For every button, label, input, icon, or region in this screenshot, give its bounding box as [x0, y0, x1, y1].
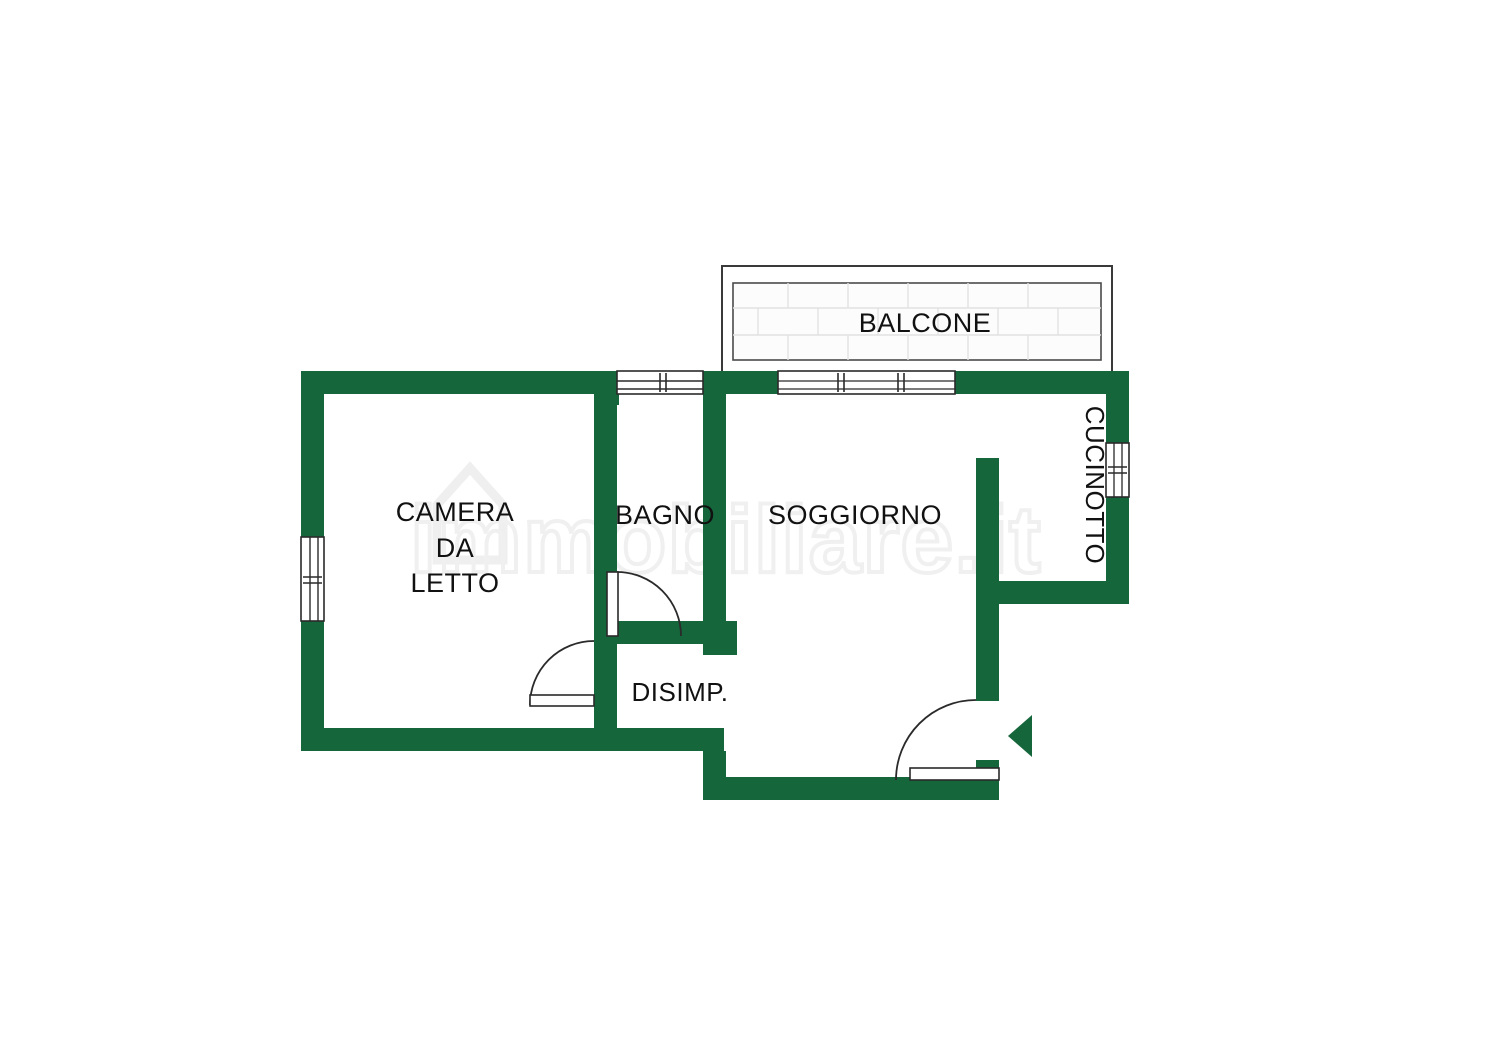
walls — [301, 371, 1129, 800]
door-camera — [529, 640, 595, 707]
entrance-arrow-icon — [1008, 715, 1032, 757]
house-icon — [432, 461, 508, 565]
balcone-area — [721, 265, 1113, 377]
window-bagno-top — [616, 370, 704, 395]
door-bagno — [606, 571, 682, 637]
door-entrance — [895, 699, 1000, 781]
window-soggiorno-balcony-door — [777, 370, 956, 395]
window-camera-left — [300, 536, 325, 622]
window-cucinotto-right — [1105, 442, 1130, 498]
